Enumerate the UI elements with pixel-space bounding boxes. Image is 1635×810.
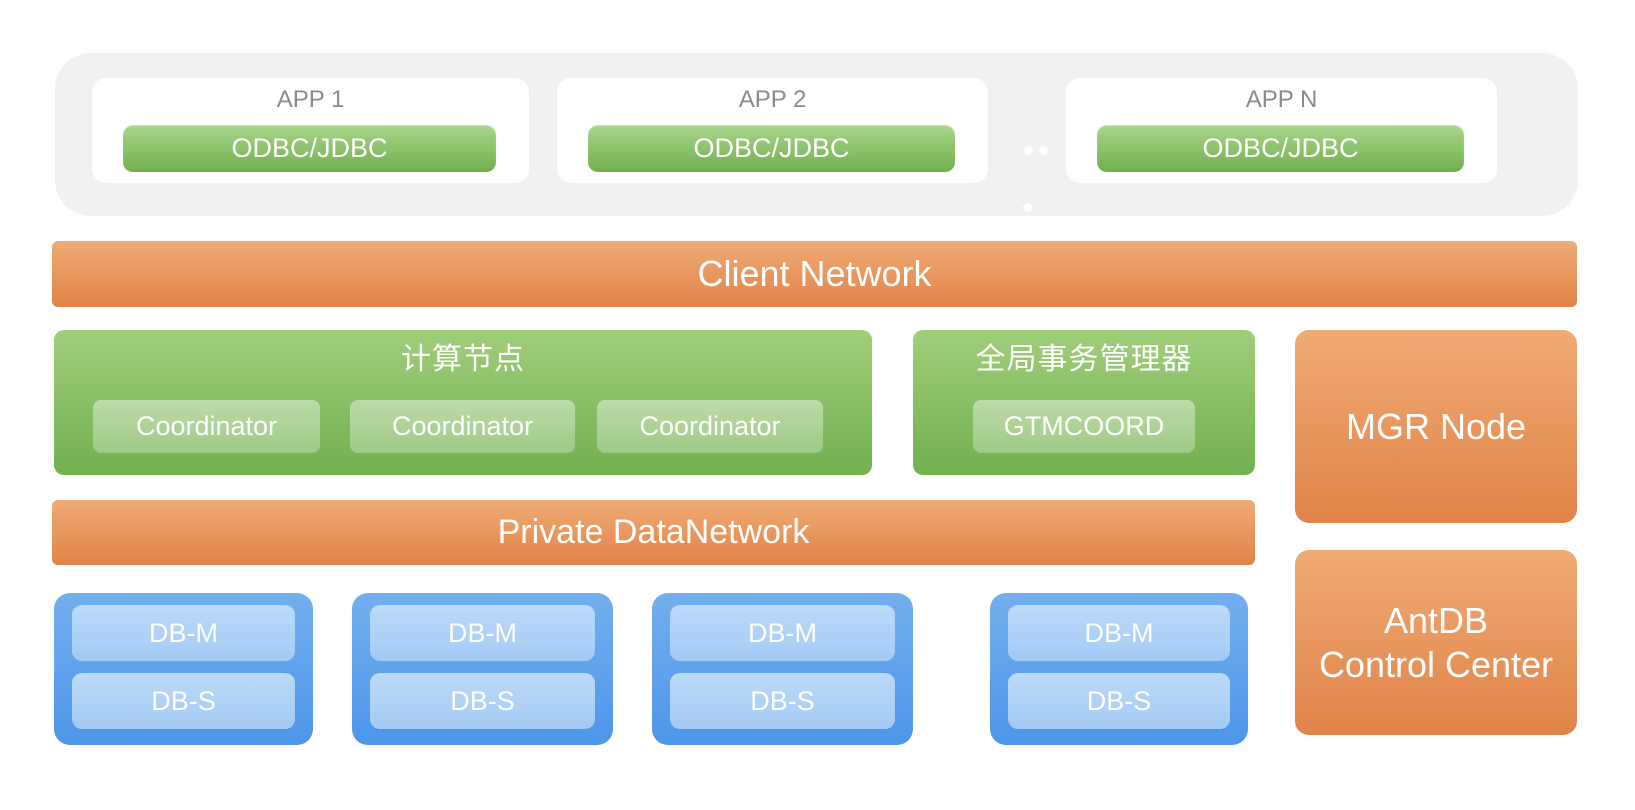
app-card: APP 2 ODBC/JDBC — [557, 78, 988, 183]
client-network-bar: Client Network — [52, 241, 1577, 307]
app-card: APP N ODBC/JDBC — [1066, 78, 1497, 183]
ellipsis-dot — [1039, 146, 1048, 155]
odbc-jdbc-chip: ODBC/JDBC — [123, 125, 496, 172]
mgr-node-box: MGR Node — [1295, 330, 1577, 523]
private-datanetwork-bar: Private DataNetwork — [52, 500, 1255, 565]
db-slave-chip: DB-S — [370, 673, 595, 729]
ellipsis-dot — [1024, 146, 1033, 155]
db-slave-chip: DB-S — [1008, 673, 1230, 729]
compute-node-title: 计算节点 — [401, 343, 525, 376]
db-group: DB-M DB-S — [352, 593, 613, 745]
db-master-chip: DB-M — [670, 605, 895, 661]
db-group: DB-M DB-S — [652, 593, 913, 745]
coordinator-chip: Coordinator — [597, 400, 823, 453]
db-slave-chip: DB-S — [72, 673, 295, 729]
db-master-chip: DB-M — [72, 605, 295, 661]
gtmcoord-chip: GTMCOORD — [973, 400, 1195, 453]
app-title: APP 1 — [276, 86, 345, 113]
compute-node-box: 计算节点 Coordinator Coordinator Coordinator — [54, 330, 872, 475]
control-center-label-line2: Control Center — [1318, 643, 1554, 685]
gtm-title: 全局事务管理器 — [975, 343, 1193, 376]
private-datanetwork-label: Private DataNetwork — [497, 513, 810, 551]
mgr-node-label: MGR Node — [1345, 405, 1527, 447]
ellipsis-dot — [1023, 203, 1032, 212]
db-slave-chip: DB-S — [670, 673, 895, 729]
gtm-box: 全局事务管理器 GTMCOORD — [913, 330, 1255, 475]
odbc-jdbc-chip: ODBC/JDBC — [1097, 125, 1464, 172]
app-title: APP N — [1245, 86, 1318, 113]
app-title: APP 2 — [738, 86, 807, 113]
coordinator-chip: Coordinator — [93, 400, 320, 453]
db-group: DB-M DB-S — [990, 593, 1248, 745]
client-network-label: Client Network — [697, 253, 932, 294]
db-master-chip: DB-M — [370, 605, 595, 661]
control-center-label-line1: AntDB — [1383, 599, 1489, 641]
db-master-chip: DB-M — [1008, 605, 1230, 661]
application-layer-panel: APP 1 ODBC/JDBC APP 2 ODBC/JDBC APP N OD… — [55, 53, 1578, 216]
coordinator-chip: Coordinator — [350, 400, 575, 453]
db-group: DB-M DB-S — [54, 593, 313, 745]
app-card: APP 1 ODBC/JDBC — [92, 78, 529, 183]
control-center-box: AntDB Control Center — [1295, 550, 1577, 735]
odbc-jdbc-chip: ODBC/JDBC — [588, 125, 955, 172]
